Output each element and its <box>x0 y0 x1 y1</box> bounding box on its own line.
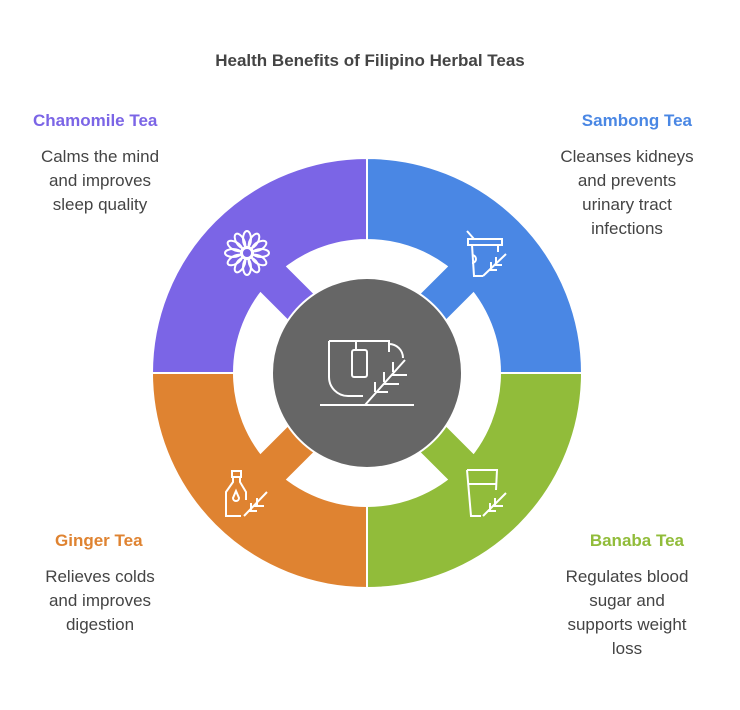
cup-with-herb-icon <box>466 230 507 277</box>
text-line: and prevents <box>577 171 677 190</box>
sambong-title: Sambong Tea <box>581 111 692 130</box>
text-line: infections <box>591 219 663 238</box>
text-line: supports weight <box>567 615 687 634</box>
text-line: sugar and <box>589 591 665 610</box>
bottle-with-herb-icon <box>225 470 268 517</box>
ginger-description: Relieves colds and improves digestion <box>10 565 190 637</box>
sambong-description: Cleanses kidneys and prevents urinary tr… <box>537 145 717 241</box>
banaba-description: Regulates blood sugar and supports weigh… <box>537 565 717 661</box>
herbal-tea-mug-icon <box>320 340 414 406</box>
flower-icon <box>224 230 270 276</box>
chamomile-title: Chamomile Tea <box>33 111 158 130</box>
text-line: Calms the mind <box>40 147 160 166</box>
ginger-title: Ginger Tea <box>55 531 143 550</box>
diagram-title: Health Benefits of Filipino Herbal Teas <box>215 51 525 70</box>
text-line: digestion <box>65 615 135 634</box>
text-line: urinary tract <box>582 195 672 214</box>
glass-with-herb-icon <box>466 469 507 517</box>
banaba-title: Banaba Tea <box>589 531 684 550</box>
text-line: loss <box>611 639 643 658</box>
text-line: and improves <box>48 171 152 190</box>
text-line: and improves <box>48 591 152 610</box>
chamomile-description: Calms the mind and improves sleep qualit… <box>10 145 190 217</box>
text-line: Cleanses kidneys <box>560 147 694 166</box>
text-line: Regulates blood <box>565 567 689 586</box>
text-line: Relieves colds <box>45 567 155 586</box>
text-line: sleep quality <box>52 195 148 214</box>
